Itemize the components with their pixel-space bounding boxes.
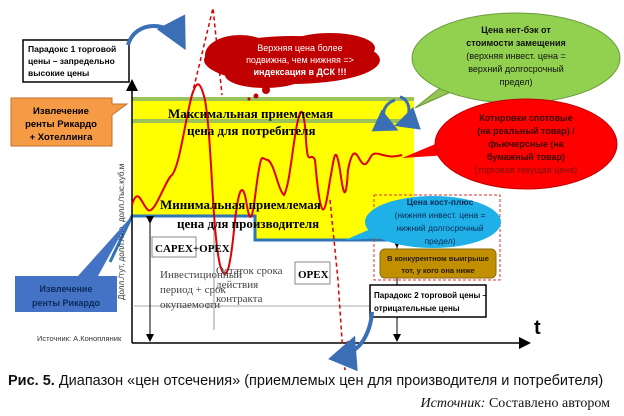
paradox1-line: высокие цены [28,68,89,78]
invest-period-3: окупаемости [160,299,220,311]
figure-caption: Рис. 5. Диапазон «цен отсечения» (приемл… [8,373,603,389]
invest-period-2: период + срок [160,284,227,296]
paradox1-line: цены – запредельно [28,56,115,66]
competition-box [379,248,497,279]
rent-ricardo-line: Извлечение [40,284,93,294]
caption-text: Диапазон «цен отсечения» (приемлемых цен… [54,373,604,389]
min-price-label-2: цена для производителя [177,216,319,231]
netback-line: верхний долгосрочный [468,64,563,74]
cost-plus-frame [373,194,501,281]
paradox2-line: отрицательные цены [374,304,460,313]
contract-rest-1: Остаток срока [216,265,283,277]
capex-opex-box [151,236,197,258]
cost-plus-line: предел) [424,236,455,246]
paradox2-line: Парадокс 2 торговой цены – [374,291,488,300]
rent-hotelling-line: ренты Рикардо [25,119,97,130]
max-price-label-2: цена для потребителя [187,123,316,138]
cost-plus-callout [365,196,501,248]
thought-cloud [204,33,380,101]
netback-line: стоимости замещения [466,38,566,48]
capex-opex-label: CAPEX+OPEX [155,243,230,255]
contract-rest-2: действия [216,279,258,291]
rent-hotelling-callout [10,97,129,147]
cost-plus-line: (нижняя инвест. цена = [395,210,486,220]
curved-arrow-icon [328,311,374,372]
rent-hotelling-line: + Хотеллинга [30,132,94,143]
competition-line: В конкурентном выигрыше [387,254,489,263]
opex-box [294,261,331,285]
market-price-curve [131,83,403,275]
paradox1-box [22,39,130,83]
quotes-callout [434,98,618,190]
source-label: Источник: [420,396,486,411]
max-price-label-1: Максимальная приемлемая [168,106,333,121]
curved-arrow-icon [126,14,186,51]
cloud-line: индексация в ДСК !!! [254,67,347,77]
rent-ricardo-line: ренты Рикардо [32,298,101,308]
quotes-line: (на реальный товар) / [477,126,575,136]
cost-plus-line: нижний долгосрочный [396,223,484,233]
cycle-arrow-icon [371,98,399,132]
cost-plus-line: Цена кост-плюс [407,197,474,207]
rent-hotelling-line: Извлечение [33,106,89,117]
opex-label: OPEX [298,269,329,281]
figure-source: Источник: Составлено автором [421,396,610,412]
competition-line: тот, у кого она ниже [401,266,474,275]
netback-line: Цена нет-бэк от [481,25,551,35]
inner-source: Источник: А.Конопляник [37,334,122,343]
quotes-line: Котировки спотовые [479,113,573,123]
quotes-line: фьючерсные (на [488,139,565,149]
source-text: Составлено автором [485,396,610,411]
x-axis-label: t [534,317,541,339]
quotes-line: бумажный товар) [487,152,565,162]
rent-ricardo-callout [15,218,130,312]
invest-period-1: Инвестиционный [160,269,242,281]
min-price-label-1: Минимальная приемлемая [160,197,321,212]
cloud-line: Верхняя цена более [257,43,342,53]
quotes-line: (торговая текущая цена) [475,165,578,175]
paradox1-line: Парадокс 1 торговой [28,44,116,54]
paradox2-box [369,284,487,318]
netback-line: (верхняя инвест. цена = [466,51,565,61]
netback-line: предел) [500,77,533,87]
caption-label: Рис. 5. [8,373,55,389]
cycle-arrow-icon [394,95,421,130]
contract-rest-3: контракта [216,293,263,305]
cloud-line: подвижна, чем нижняя => [246,55,354,65]
